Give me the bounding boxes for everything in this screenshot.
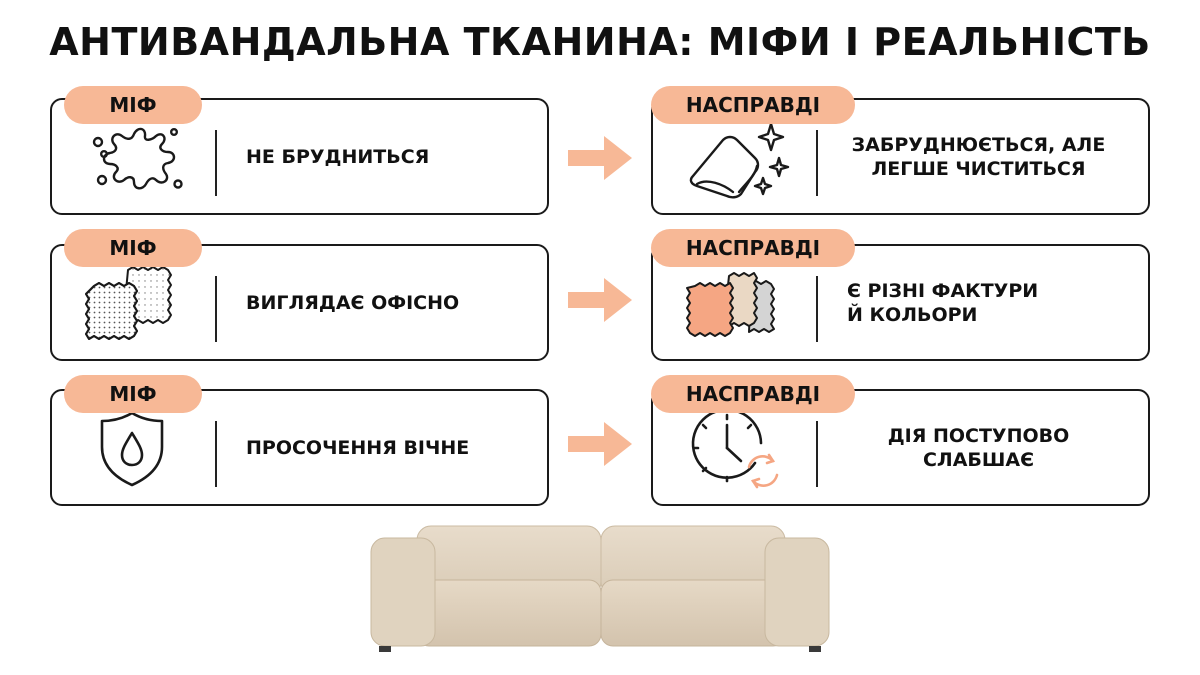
page-title: АНТИВАНДАЛЬНА ТКАНИНА: МІФИ І РЕАЛЬНІСТЬ	[49, 20, 1151, 64]
reality-text-line2: ЛЕГШЕ ЧИСТИТЬСЯ	[871, 157, 1086, 180]
fabric-swatches-icon	[82, 260, 192, 346]
sofa-image	[370, 525, 830, 652]
reality-text-line1: Є РІЗНІ ФАКТУРИ	[847, 279, 1039, 302]
card-divider	[816, 276, 818, 342]
myth-text: ВИГЛЯДАЄ ОФІСНО	[246, 291, 460, 314]
stain-splash-icon	[82, 114, 192, 200]
reality-card-2: Є РІЗНІ ФАКТУРИ Й КОЛЬОРИ	[651, 244, 1150, 361]
myth-badge: МІФ	[64, 375, 202, 413]
reality-text: Є РІЗНІ ФАКТУРИ Й КОЛЬОРИ	[819, 246, 1138, 359]
card-divider	[215, 421, 217, 487]
reality-text-line2: Й КОЛЬОРИ	[847, 303, 978, 326]
reality-text-line2: СЛАБШАЄ	[922, 448, 1035, 471]
myth-badge: МІФ	[64, 229, 202, 267]
reality-text-line1: ДІЯ ПОСТУПОВО	[887, 424, 1070, 447]
clock-refresh-icon	[683, 405, 793, 491]
arrow-right-icon	[568, 278, 632, 322]
reality-text: ЗАБРУДНЮЄТЬСЯ, АЛЕ ЛЕГШЕ ЧИСТИТЬСЯ	[819, 100, 1138, 213]
arrow-right-icon	[568, 136, 632, 180]
colored-swatches-icon	[683, 260, 793, 346]
reality-text-line1: ЗАБРУДНЮЄТЬСЯ, АЛЕ	[851, 133, 1106, 156]
reality-badge: НАСПРАВДІ	[651, 86, 855, 124]
card-divider	[215, 130, 217, 196]
card-divider	[215, 276, 217, 342]
card-divider	[816, 421, 818, 487]
reality-badge: НАСПРАВДІ	[651, 229, 855, 267]
reality-card-1: ЗАБРУДНЮЄТЬСЯ, АЛЕ ЛЕГШЕ ЧИСТИТЬСЯ	[651, 98, 1150, 215]
reality-badge: НАСПРАВДІ	[651, 375, 855, 413]
sparkling-cloth-icon	[683, 114, 793, 200]
shield-drop-icon	[82, 405, 192, 491]
myth-card-2: ВИГЛЯДАЄ ОФІСНО	[50, 244, 549, 361]
myth-text: НЕ БРУДНИТЬСЯ	[246, 145, 430, 168]
myth-text: ПРОСОЧЕННЯ ВІЧНЕ	[246, 436, 470, 459]
arrow-right-icon	[568, 422, 632, 466]
reality-text: ДІЯ ПОСТУПОВО СЛАБШАЄ	[819, 391, 1138, 504]
myth-badge: МІФ	[64, 86, 202, 124]
card-divider	[816, 130, 818, 196]
myth-card-1: НЕ БРУДНИТЬСЯ	[50, 98, 549, 215]
